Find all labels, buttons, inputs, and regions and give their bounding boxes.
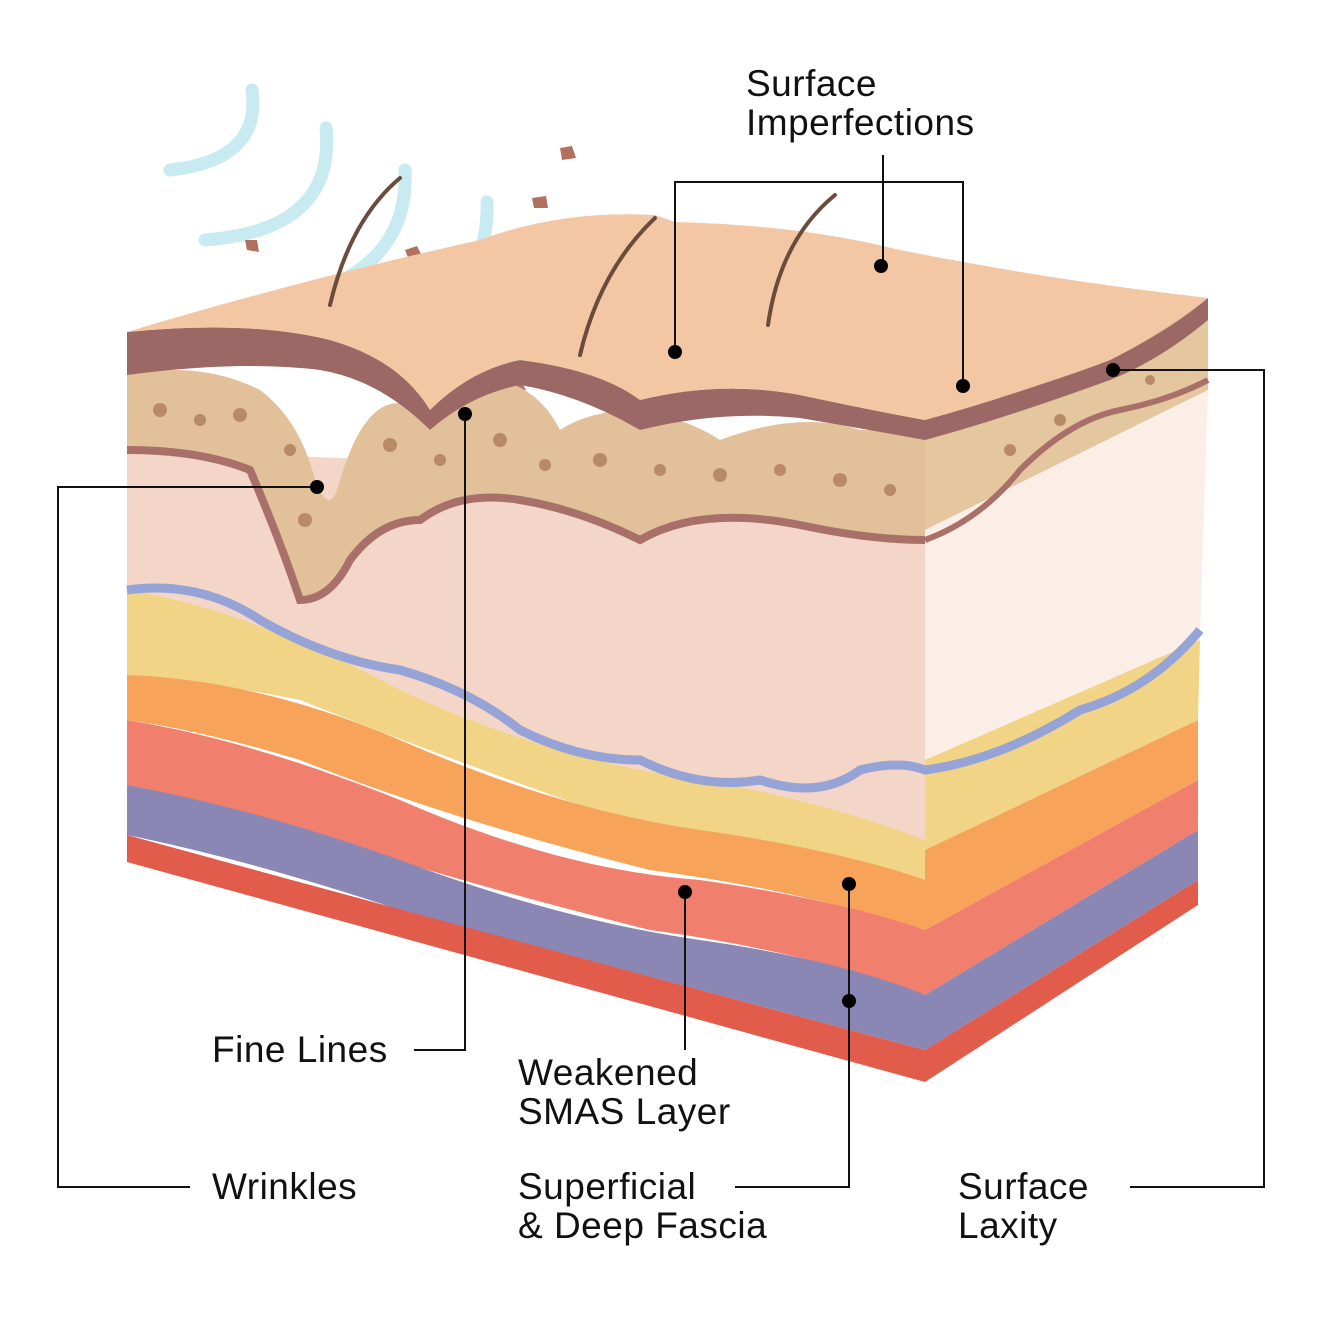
label-wrinkles: Wrinkles bbox=[212, 1166, 358, 1207]
front-face bbox=[126, 327, 1204, 1082]
label-fascia: Superficial & Deep Fascia bbox=[518, 1167, 767, 1245]
label-line: Surface bbox=[958, 1166, 1090, 1207]
label-line: Surface bbox=[746, 63, 878, 104]
label-line: SMAS Layer bbox=[518, 1091, 731, 1132]
label-line: Imperfections bbox=[746, 102, 975, 143]
label-line: & Deep Fascia bbox=[518, 1205, 768, 1246]
skin-surface bbox=[127, 214, 1208, 420]
label-surface-imperfections: Surface Imperfections bbox=[746, 64, 975, 142]
right-face bbox=[923, 298, 1210, 1082]
epidermis-dots bbox=[153, 375, 1155, 527]
marker-dots bbox=[310, 259, 1120, 1008]
vein bbox=[126, 583, 1204, 793]
label-weakened-smas: Weakened SMAS Layer bbox=[518, 1053, 731, 1131]
hairs bbox=[328, 176, 837, 357]
label-fine-lines: Fine Lines bbox=[212, 1029, 388, 1070]
label-line: Superficial bbox=[518, 1166, 697, 1207]
label-line: Weakened bbox=[518, 1052, 699, 1093]
label-surface-laxity: Surface Laxity bbox=[958, 1167, 1089, 1245]
leader-lines bbox=[57, 155, 1265, 1188]
label-line: Laxity bbox=[958, 1205, 1058, 1246]
